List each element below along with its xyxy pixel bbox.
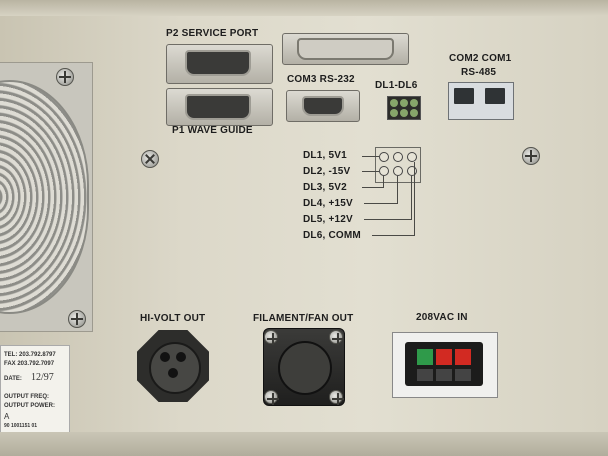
leader-line bbox=[364, 203, 398, 204]
db25-connector[interactable] bbox=[297, 38, 394, 60]
ground-terminal-icon bbox=[417, 349, 433, 365]
screw-icon bbox=[56, 68, 74, 86]
info-sticker: TEL: 203.792.8797 FAX 203.792.7097 DATE:… bbox=[0, 345, 70, 433]
sticker-serial: 90 1001151 01 bbox=[4, 423, 38, 429]
dl-dot-icon bbox=[393, 152, 403, 162]
dl-legend-2: DL2, -15V bbox=[303, 166, 351, 177]
terminal-icon bbox=[417, 369, 433, 381]
rs485-label: RS-485 bbox=[461, 67, 497, 78]
dl-legend-4: DL4, +15V bbox=[303, 198, 353, 209]
live-terminal-icon bbox=[455, 349, 471, 365]
led-icon bbox=[400, 99, 408, 107]
sticker-tel: TEL: 203.792.8797 bbox=[4, 352, 56, 358]
screw-icon bbox=[329, 390, 344, 404]
screw-icon bbox=[68, 310, 86, 328]
screw-icon bbox=[141, 150, 159, 168]
sticker-date-label: DATE: bbox=[4, 376, 22, 382]
led-icon bbox=[410, 99, 418, 107]
screw-icon bbox=[264, 390, 279, 404]
leader-line bbox=[411, 176, 412, 219]
led-icon bbox=[390, 99, 398, 107]
ac-in-label: 208VAC IN bbox=[416, 312, 468, 323]
screw-icon bbox=[329, 330, 344, 344]
screw-icon bbox=[522, 147, 540, 165]
led-icon bbox=[400, 109, 408, 117]
filament-socket bbox=[278, 341, 332, 395]
dl-legend-3: DL3, 5V2 bbox=[303, 182, 347, 193]
p2-service-port-label: P2 SERVICE PORT bbox=[166, 28, 259, 39]
bottom-edge bbox=[0, 432, 608, 456]
dl-legend-1: DL1, 5V1 bbox=[303, 150, 347, 161]
dl-dot-icon bbox=[379, 166, 389, 176]
com3-connector[interactable] bbox=[302, 96, 344, 116]
leader-line bbox=[397, 176, 398, 203]
top-edge bbox=[0, 0, 608, 16]
dl1-dl6-label: DL1-DL6 bbox=[375, 80, 418, 91]
hi-volt-out-label: HI-VOLT OUT bbox=[140, 313, 206, 324]
p2-service-port-connector[interactable] bbox=[185, 50, 251, 76]
terminal-icon bbox=[436, 369, 452, 381]
leader-line bbox=[362, 187, 384, 188]
leader-line bbox=[372, 235, 415, 236]
sticker-output-freq: OUTPUT FREQ: bbox=[4, 394, 49, 400]
com3-label: COM3 RS-232 bbox=[287, 74, 355, 85]
filament-fan-out-label: FILAMENT/FAN OUT bbox=[253, 313, 354, 324]
com3-plate bbox=[286, 90, 360, 122]
leader-line bbox=[364, 219, 412, 220]
rj-jack-block bbox=[448, 82, 514, 120]
dl-legend-6: DL6, COMM bbox=[303, 230, 361, 241]
terminal-icon bbox=[455, 369, 471, 381]
pin-icon bbox=[176, 352, 186, 362]
p1-wave-guide-label: P1 WAVE GUIDE bbox=[172, 125, 253, 136]
sticker-mark: A bbox=[4, 412, 10, 421]
com1-jack[interactable] bbox=[485, 88, 505, 104]
pin-icon bbox=[168, 368, 178, 378]
com2-jack[interactable] bbox=[454, 88, 474, 104]
dl-dot-icon bbox=[407, 152, 417, 162]
led-icon bbox=[410, 109, 418, 117]
leader-line bbox=[362, 171, 379, 172]
p1-wave-guide-connector[interactable] bbox=[185, 94, 251, 120]
dl-legend-5: DL5, +12V bbox=[303, 214, 353, 225]
dl-dot-icon bbox=[379, 152, 389, 162]
dl-dot-icon bbox=[393, 166, 403, 176]
dl-diagram-box bbox=[375, 147, 421, 183]
leader-line bbox=[362, 156, 379, 157]
leader-line bbox=[383, 176, 384, 187]
led-icon bbox=[390, 109, 398, 117]
dl-dot-icon bbox=[407, 166, 417, 176]
sticker-date-value: 12/97 bbox=[31, 372, 54, 383]
sticker-fax: FAX 203.792.7097 bbox=[4, 361, 55, 367]
com2-com1-label: COM2 COM1 bbox=[449, 53, 512, 64]
live-terminal-icon bbox=[436, 349, 452, 365]
pin-icon bbox=[160, 352, 170, 362]
leader-line bbox=[414, 162, 415, 235]
led-block bbox=[387, 96, 421, 120]
screw-icon bbox=[264, 330, 279, 344]
sticker-output-power: OUTPUT POWER: bbox=[4, 403, 55, 409]
